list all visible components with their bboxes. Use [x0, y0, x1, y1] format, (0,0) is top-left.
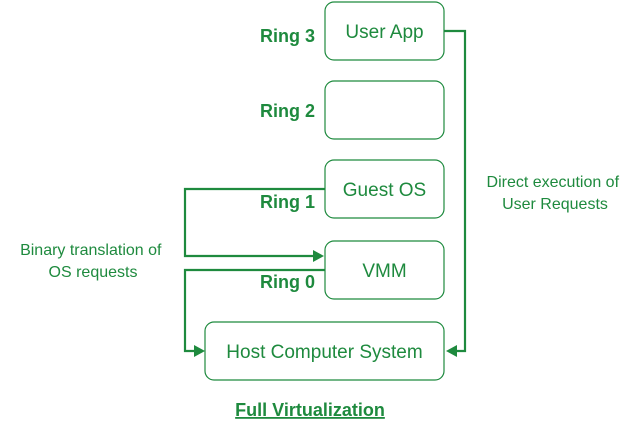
vmm-to-host-arrowhead — [194, 345, 205, 357]
binary-translation-line-2: OS requests — [49, 264, 138, 281]
vmm-to-host-arrow — [183, 268, 325, 353]
ring-1-label: Ring 1 — [260, 192, 315, 212]
binary-translation-annotation: Binary translation of OS requests — [20, 242, 166, 281]
ring-0-label: Ring 0 — [260, 272, 315, 292]
binary-translation-line-1: Binary translation of — [20, 242, 162, 259]
direct-execution-line-2: User Requests — [502, 196, 608, 213]
direct-execution-line-1: Direct execution of — [487, 174, 620, 191]
binary-translation-arrow — [183, 187, 325, 258]
host-computer-system-label: Host Computer System — [226, 342, 422, 363]
binary-translation-arrowhead — [313, 250, 324, 262]
diagram-title: Full Virtualization — [235, 400, 385, 420]
ring2-empty-box — [324, 80, 445, 140]
vmm-label: VMM — [362, 261, 406, 282]
user-app-label: User App — [345, 22, 423, 43]
direct-execution-arrowhead — [446, 345, 457, 357]
direct-execution-arrow — [444, 29, 467, 353]
direct-execution-annotation: Direct execution of User Requests — [487, 174, 624, 213]
guest-os-label: Guest OS — [343, 180, 426, 201]
ring-3-label: Ring 3 — [260, 26, 315, 46]
ring-2-label: Ring 2 — [260, 101, 315, 121]
